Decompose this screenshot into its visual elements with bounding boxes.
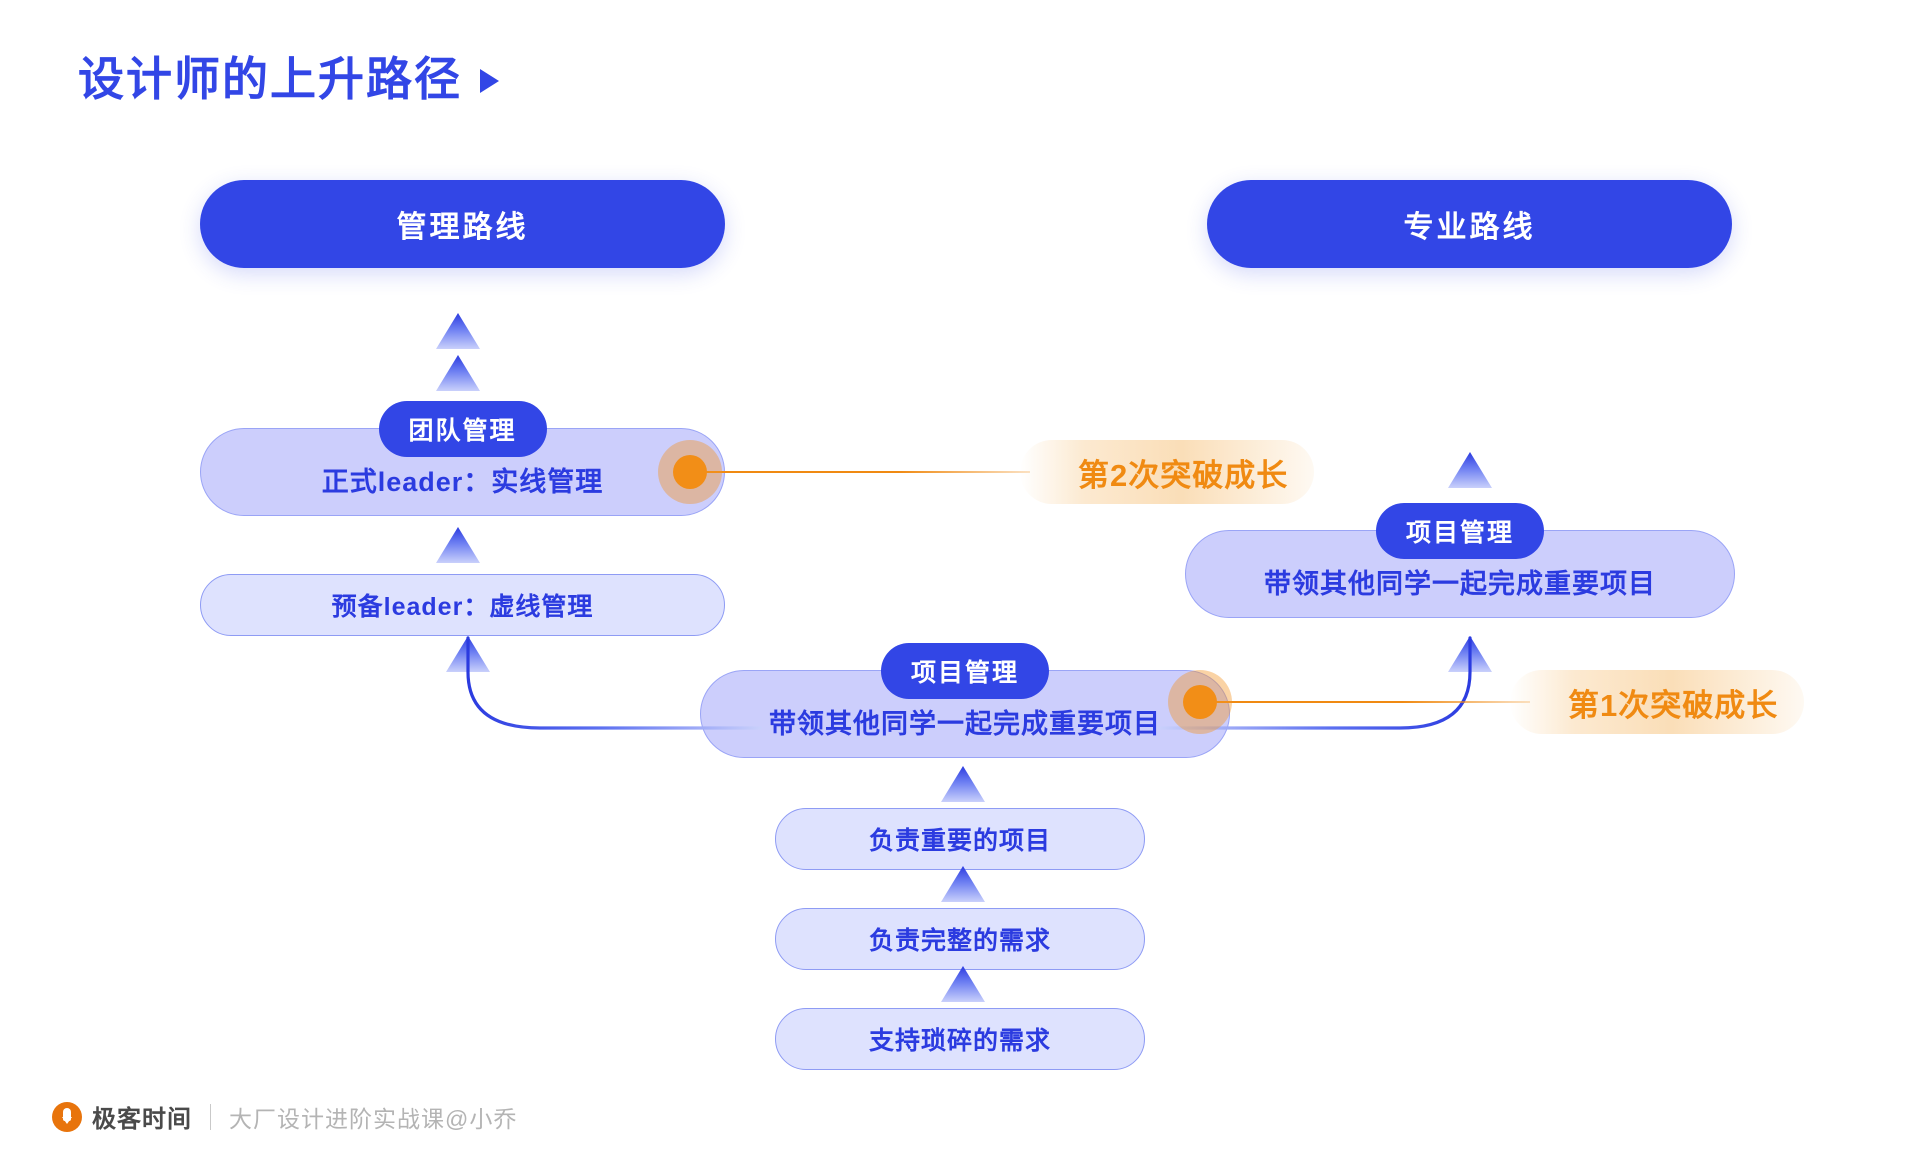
card-project-management-professional[interactable]: 项目管理 带领其他同学一起完成重要项目 <box>1185 503 1735 618</box>
page-title-row: 设计师的上升路径 <box>78 56 499 102</box>
step-pill-important-project-text: 负责重要的项目 <box>868 827 1051 855</box>
route-header-professional[interactable]: 专业路线 <box>1207 180 1732 268</box>
route-header-management[interactable]: 管理路线 <box>200 180 725 268</box>
up-arrow-center-1 <box>941 766 985 802</box>
step-pill-trivial-requirement[interactable]: 支持琐碎的需求 <box>775 1008 1145 1070</box>
milestone-label-breakthrough-2-text: 第2次突破成长 <box>1078 457 1289 493</box>
up-arrow-curve-left <box>446 636 490 672</box>
card-project-management-professional-badge: 项目管理 <box>1375 503 1545 559</box>
up-arrow-mgmt-top-1 <box>436 313 480 349</box>
route-header-management-label: 管理路线 <box>396 211 529 244</box>
footer-course: 大厂设计进阶实战课@小乔 <box>229 1105 518 1132</box>
milestone-dot-breakthrough-1[interactable] <box>1168 670 1232 734</box>
step-pill-complete-requirement-text: 负责完整的需求 <box>868 927 1051 955</box>
page-title: 设计师的上升路径 <box>78 53 462 105</box>
card-project-management-center[interactable]: 项目管理 带领其他同学一起完成重要项目 <box>700 643 1230 758</box>
up-arrow-mgmt-mid <box>436 527 480 563</box>
footer-brand: 极客时间 <box>92 1106 192 1133</box>
route-header-professional-label: 专业路线 <box>1403 211 1536 244</box>
footer: 极客时间 大厂设计进阶实战课@小乔 <box>52 1099 517 1134</box>
card-team-management[interactable]: 团队管理 正式leader：实线管理 <box>200 401 725 516</box>
milestone-dot-breakthrough-2[interactable] <box>658 440 722 504</box>
milestone-label-breakthrough-2: 第2次突破成长 <box>1020 440 1315 504</box>
up-arrow-mgmt-top-2 <box>436 355 480 391</box>
card-team-management-text: 正式leader：实线管理 <box>321 467 604 497</box>
card-project-management-center-text: 带领其他同学一起完成重要项目 <box>769 709 1161 739</box>
play-triangle-icon <box>480 68 499 93</box>
milestone-label-breakthrough-1: 第1次突破成长 <box>1510 670 1805 734</box>
milestone-label-breakthrough-1-text: 第1次突破成长 <box>1568 687 1779 723</box>
step-pill-trivial-requirement-text: 支持琐碎的需求 <box>868 1027 1051 1055</box>
up-arrow-center-3 <box>941 966 985 1002</box>
card-project-management-professional-text: 带领其他同学一起完成重要项目 <box>1264 569 1656 599</box>
card-prep-leader-text: 预备leader：虚线管理 <box>331 593 594 621</box>
card-team-management-badge: 团队管理 <box>378 401 547 457</box>
step-pill-complete-requirement[interactable]: 负责完整的需求 <box>775 908 1145 970</box>
step-pill-important-project[interactable]: 负责重要的项目 <box>775 808 1145 870</box>
geekbang-logo-icon <box>52 1101 82 1132</box>
up-arrow-curve-right <box>1448 636 1492 672</box>
card-prep-leader[interactable]: 预备leader：虚线管理 <box>200 574 725 636</box>
milestone-connector-1 <box>1210 701 1530 703</box>
up-arrow-prof-top <box>1448 452 1492 488</box>
up-arrow-center-2 <box>941 866 985 902</box>
card-project-management-center-badge: 项目管理 <box>880 643 1050 699</box>
footer-divider <box>210 1103 211 1130</box>
milestone-connector-2 <box>700 471 1030 473</box>
